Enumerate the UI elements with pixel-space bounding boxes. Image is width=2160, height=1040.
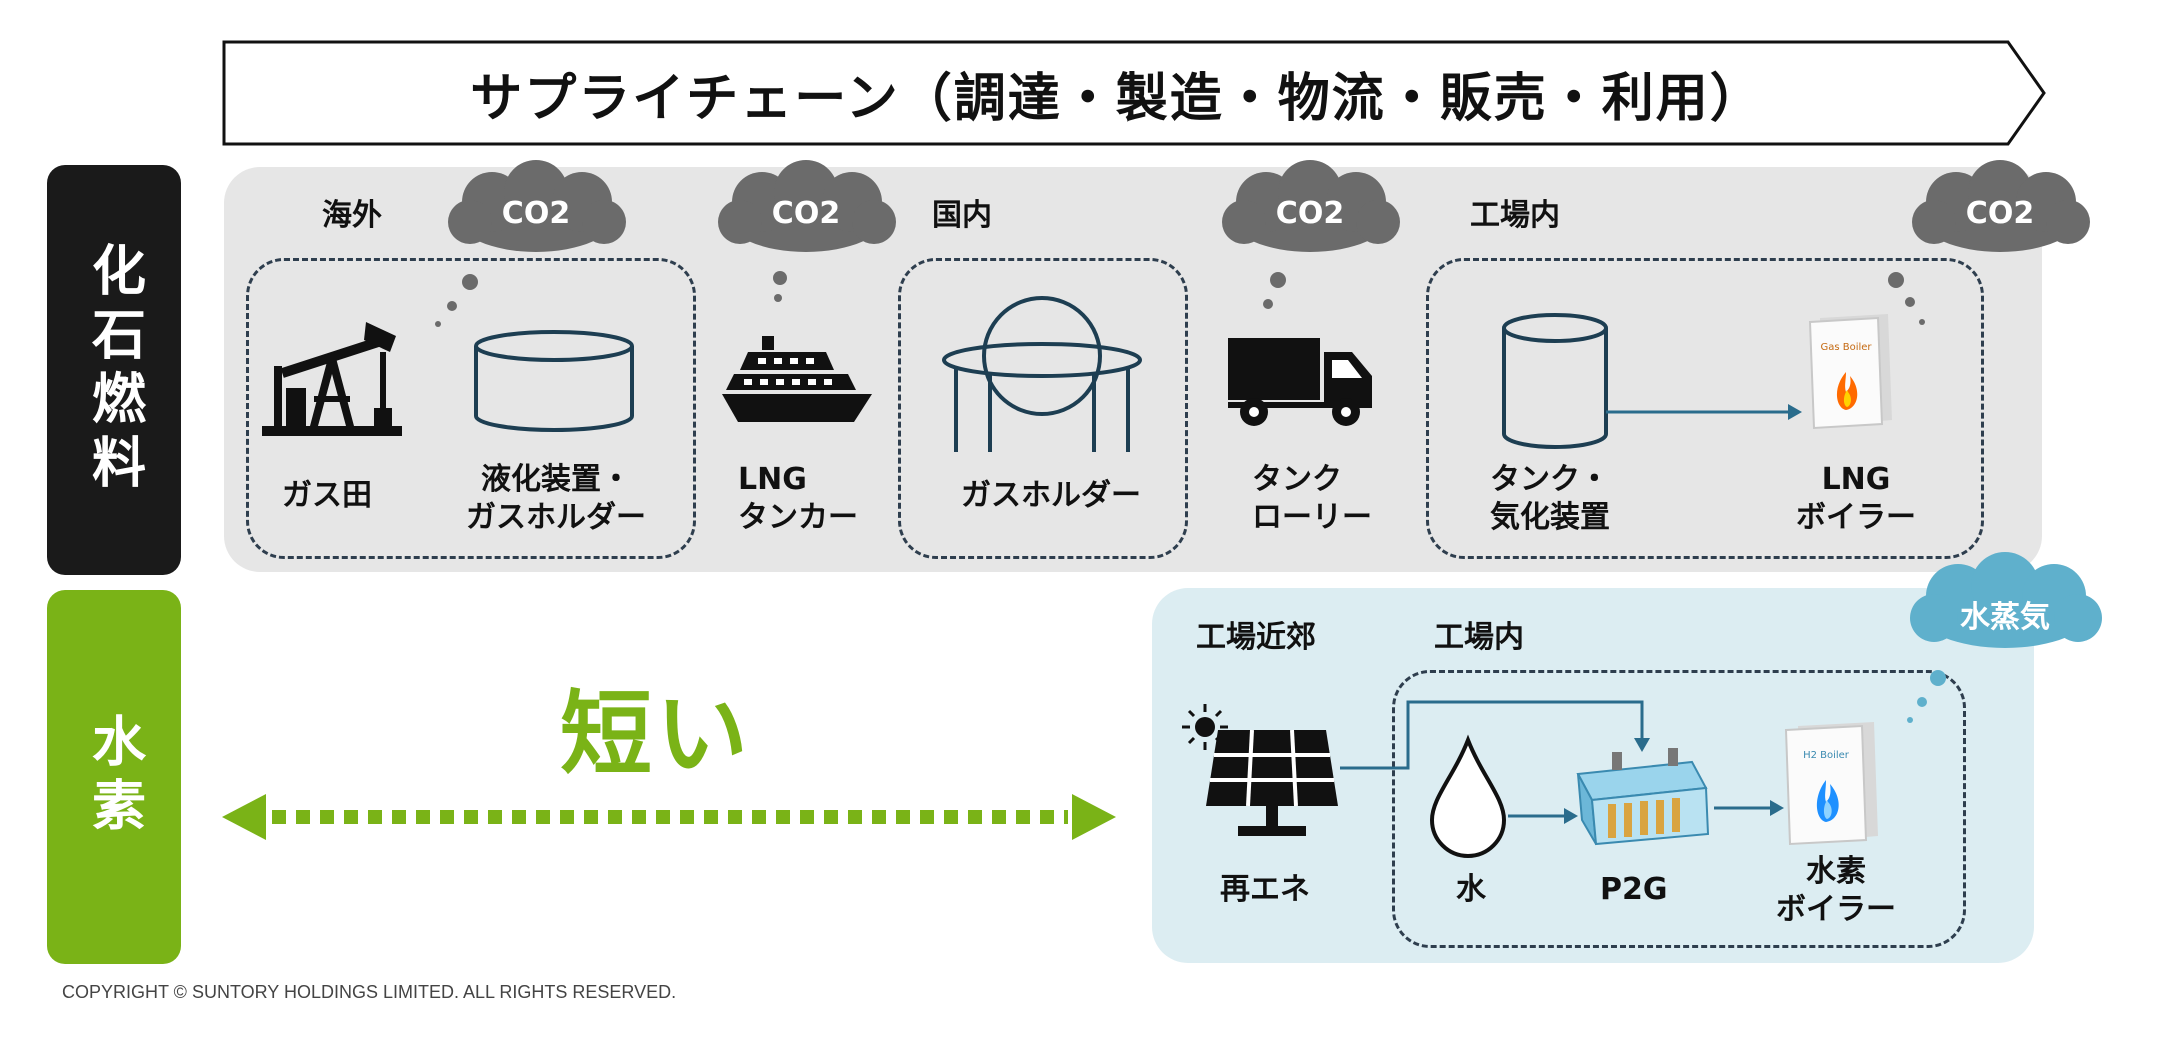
co2-cloud-icon (718, 160, 896, 252)
region-factory-hydrogen: 工場内 (1434, 620, 1524, 655)
liquefaction-label-1: 液化装置・ (481, 462, 631, 497)
tank-lorry-label-2: ローリー (1252, 500, 1372, 535)
lng-tanker-icon (722, 336, 872, 422)
thought-dots-icon (435, 274, 478, 327)
region-domestic: 国内 (932, 198, 992, 233)
svg-text:H2 Boiler: H2 Boiler (1803, 750, 1850, 761)
lng-boiler-label-2: ボイラー (1796, 500, 1916, 535)
thought-dots-icon (1907, 670, 1946, 723)
liquefaction-label-2: ガスホルダー (466, 500, 646, 535)
co2-label: CO2 (1965, 196, 2035, 231)
co2-cloud-icon (448, 160, 626, 252)
solar-panel-icon (1206, 729, 1338, 836)
supply-chain-title: サプライチェーン（調達・製造・物流・販売・利用） (470, 68, 1764, 129)
gas-holder-label: ガスホルダー (961, 478, 1141, 513)
svg-text:Gas Boiler: Gas Boiler (1820, 342, 1872, 353)
region-nearby: 工場近郊 (1196, 620, 1316, 655)
tank-lorry-label-1: タンク (1252, 462, 1342, 497)
water-label: 水 (1456, 872, 1486, 907)
tank-lorry-icon (1228, 338, 1372, 426)
steam-label: 水蒸気 (1960, 600, 2050, 635)
co2-label: CO2 (501, 196, 571, 231)
lng-tanker-label-1: LNG (738, 462, 807, 497)
hydrogen-label: 水素 (47, 590, 181, 964)
short-distance-label: 短い (560, 681, 753, 788)
copyright-text: COPYRIGHT © SUNTORY HOLDINGS LIMITED. AL… (62, 982, 677, 1002)
tank-vaporizer-label-2: 気化装置 (1490, 500, 1610, 535)
domestic-group (898, 258, 1188, 559)
fossil-fuel-label: 化石燃料 (47, 165, 181, 575)
factory-group-fossil (1426, 258, 1984, 559)
region-factory-fossil: 工場内 (1470, 198, 1560, 233)
water-drop-icon (1429, 734, 1507, 858)
steam-cloud-icon (1910, 552, 2102, 648)
factory-group-hydrogen (1392, 670, 1966, 948)
hydrogen-flow-lines (1340, 700, 1784, 824)
lng-boiler-icon: Gas Boiler (1808, 314, 1892, 430)
hydrogen-boiler-label-2: ボイラー (1776, 892, 1896, 927)
gas-holder-icon (942, 296, 1142, 452)
co2-cloud-icon (1222, 160, 1400, 252)
lng-boiler-label-1: LNG (1821, 462, 1891, 497)
co2-cloud-icon (1912, 160, 2090, 252)
p2g-device-icon (1576, 748, 1710, 846)
storage-tank-icon (1502, 313, 1608, 449)
gas-field-label: ガス田 (282, 478, 372, 513)
lng-tanker-label-2: タンカー (738, 500, 858, 535)
region-overseas: 海外 (322, 198, 382, 233)
co2-label: CO2 (1275, 196, 1345, 231)
p2g-label: P2G (1600, 872, 1668, 907)
double-arrow-icon (222, 794, 1116, 840)
co2-label: CO2 (771, 196, 841, 231)
sun-icon (1182, 704, 1228, 750)
hydrogen-boiler-label-1: 水素 (1806, 854, 1866, 889)
thought-dots-icon (773, 271, 787, 302)
liquefaction-tank-icon (474, 330, 634, 432)
tank-vaporizer-label-1: タンク・ (1490, 462, 1610, 497)
flow-arrow (1606, 404, 1802, 420)
renewable-label: 再エネ (1220, 872, 1310, 907)
supply-chain-arrow (222, 40, 2046, 146)
thought-dots-icon (1888, 272, 1925, 325)
oil-pump-icon (262, 322, 402, 436)
hydrogen-boiler-icon: H2 Boiler (1784, 722, 1878, 846)
overseas-group (246, 258, 696, 559)
thought-dots-icon (1263, 272, 1286, 309)
